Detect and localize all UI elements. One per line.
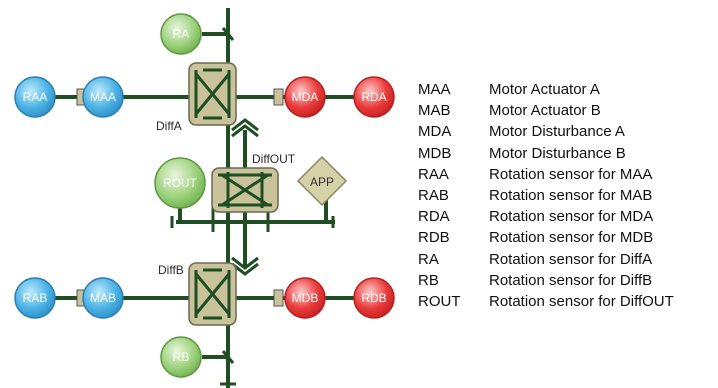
maa-node xyxy=(82,76,124,118)
diffout-box xyxy=(211,167,279,213)
legend-abbr: MAB xyxy=(418,102,451,120)
legend-desc: Rotation sensor for DiffOUT xyxy=(489,292,674,310)
legend-desc: Rotation sensor for MDA xyxy=(489,208,654,226)
mab-node xyxy=(82,277,124,319)
legend-row: ROUT Rotation sensor for DiffOUT xyxy=(418,291,674,312)
diffa-box xyxy=(188,62,237,126)
rab-label: RAB xyxy=(23,291,48,305)
diffout-label: DiffOUT xyxy=(252,152,296,166)
ra-label: RA xyxy=(173,27,190,41)
legend-row: RB Rotation sensor for DiffB xyxy=(418,270,674,291)
legend-abbr: MAA xyxy=(418,81,451,98)
couplers xyxy=(76,88,284,307)
mdb-label: MDB xyxy=(292,291,319,305)
legend-desc: Motor Disturbance B xyxy=(489,144,626,162)
app-label: APP xyxy=(310,175,334,189)
mda-label: MDA xyxy=(292,90,319,104)
raa-node xyxy=(14,76,56,118)
mda-node xyxy=(284,76,326,118)
legend-desc: Motor Actuator B xyxy=(489,102,601,120)
rb-node xyxy=(160,336,202,378)
legend-abbr: RAA xyxy=(418,165,449,183)
legend-desc: Rotation sensor for MAA xyxy=(489,165,653,183)
legend-abbr: MDA xyxy=(418,123,452,141)
raa-label: RAA xyxy=(23,90,48,104)
legend-abbr: RB xyxy=(418,271,439,289)
legend-row: MDB Motor Disturbance B xyxy=(418,143,674,164)
legend-desc: Motor Disturbance A xyxy=(489,123,625,141)
legend-row: MAB Motor Actuator B xyxy=(418,100,674,121)
legend-abbr: RAB xyxy=(418,186,449,204)
mab-label: MAB xyxy=(90,291,116,305)
ra-node xyxy=(160,13,202,55)
rab-node xyxy=(14,277,56,319)
sensor-nodes xyxy=(14,13,395,378)
shaft-caps xyxy=(170,27,335,386)
legend-desc: Rotation sensor for MDB xyxy=(489,229,654,247)
mdb-node xyxy=(284,277,326,319)
legend-row: RDB Rotation sensor for MDB xyxy=(418,227,674,248)
legend-abbr: RDA xyxy=(418,208,450,226)
legend-row: MAA Motor Actuator A xyxy=(418,79,674,100)
legend-abbr: RA xyxy=(418,250,439,268)
legend-abbr: ROUT xyxy=(418,292,461,310)
rout-label: ROUT xyxy=(163,176,198,190)
legend-row: MDA Motor Disturbance A xyxy=(418,121,674,142)
rb-label: RB xyxy=(173,350,190,364)
rdb-node xyxy=(353,277,395,319)
maa-label: MAA xyxy=(90,90,116,104)
diffb-box xyxy=(188,262,237,326)
rda-label: RDA xyxy=(361,90,386,104)
rda-node xyxy=(353,76,395,118)
legend-desc: Rotation sensor for MAB xyxy=(489,186,653,204)
legend-abbr: RDB xyxy=(418,229,450,247)
legend-row: RDA Rotation sensor for MDA xyxy=(418,206,674,227)
app-diamond xyxy=(296,155,348,207)
legend-desc: Motor Actuator A xyxy=(489,81,600,98)
diffb-label: DiffB xyxy=(158,263,184,277)
legend-desc: Rotation sensor for DiffB xyxy=(489,271,653,289)
legend-row: RAB Rotation sensor for MAB xyxy=(418,185,674,206)
legend-desc: Rotation sensor for DiffA xyxy=(489,250,653,268)
rout-node xyxy=(154,157,206,209)
diffa-label: DiffA xyxy=(156,119,182,133)
legend-abbr: MDB xyxy=(418,144,452,162)
legend-row: RA Rotation sensor for DiffA xyxy=(418,249,674,270)
rdb-label: RDB xyxy=(361,291,386,305)
legend-row: RAA Rotation sensor for MAA xyxy=(418,164,674,185)
